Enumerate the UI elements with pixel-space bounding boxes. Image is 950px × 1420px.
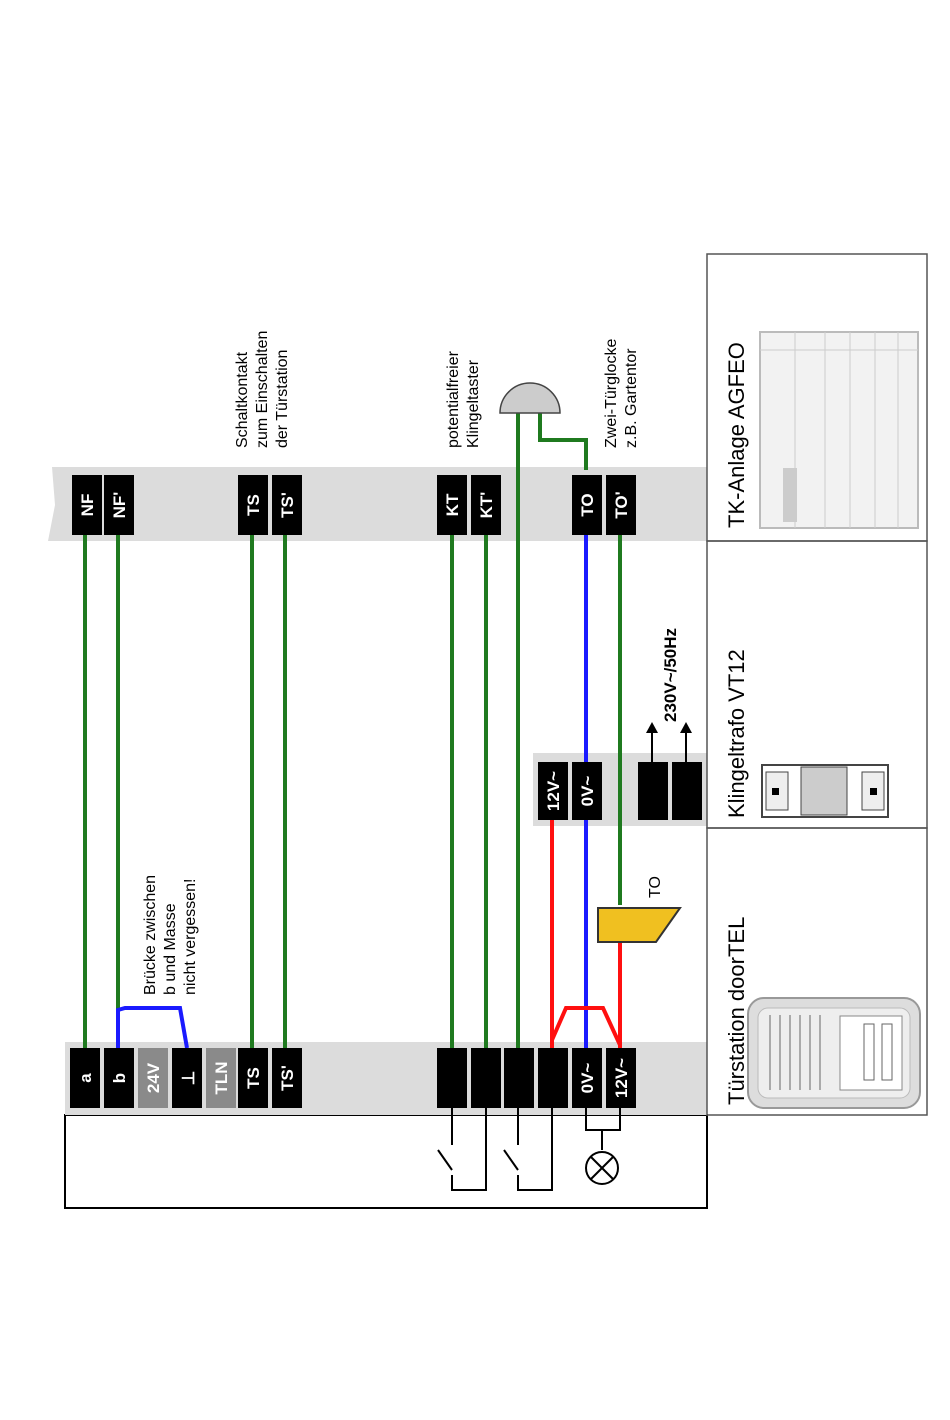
svg-text:0V~: 0V~ <box>578 776 597 807</box>
svg-text:nicht vergessen!: nicht vergessen! <box>182 878 199 995</box>
mains-label: 230V~/50Hz <box>661 628 680 722</box>
door-terminal-0v: 0V~ <box>572 1048 602 1108</box>
door-terminal-ts2: TS' <box>272 1048 302 1108</box>
svg-text:KT': KT' <box>477 492 496 519</box>
trafo-panel-title: Klingeltrafo VT12 <box>724 649 749 818</box>
door-terminal-a: a <box>70 1048 100 1108</box>
tk-terminal-to: TO <box>572 475 602 535</box>
svg-text:0V~: 0V~ <box>578 1063 597 1094</box>
tk-panel-title: TK-Anlage AGFEO <box>724 342 749 528</box>
bridge-note: Brücke zwischen b und Masse nicht verges… <box>142 875 199 995</box>
svg-text:TO': TO' <box>612 491 631 518</box>
trafo-terminal-mains-1 <box>638 762 668 820</box>
door-terminal-blank-4 <box>538 1048 568 1108</box>
external-contacts <box>438 1108 620 1190</box>
svg-text:TS: TS <box>244 1067 263 1089</box>
bell-button-note: potentialfreier Klingeltaster <box>445 350 482 448</box>
tk-terminal-nf: NF <box>72 475 102 535</box>
tk-terminal-nf2: NF' <box>104 475 134 535</box>
door-terminal-ts: TS <box>238 1048 268 1108</box>
svg-text:zum Einschalten: zum Einschalten <box>254 331 271 448</box>
door-terminal-24v: 24V <box>138 1048 168 1108</box>
svg-text:Schaltkontakt: Schaltkontakt <box>234 351 251 448</box>
svg-text:z.B. Gartentor: z.B. Gartentor <box>623 348 640 448</box>
to-relay <box>598 908 680 942</box>
switch-contact-note: Schaltkontakt zum Einschalten der Türsta… <box>234 331 291 448</box>
door-terminal-blank-2 <box>471 1048 501 1108</box>
svg-text:Klingeltaster: Klingeltaster <box>465 359 482 448</box>
svg-text:TLN: TLN <box>212 1061 231 1094</box>
tk-terminal-ts2: TS' <box>272 475 302 535</box>
svg-text:12V~: 12V~ <box>544 771 563 811</box>
relay-label: TO <box>647 876 664 898</box>
bell-note: Zwei-Türglocke z.B. Gartentor <box>603 339 640 448</box>
svg-text:TS': TS' <box>278 492 297 518</box>
svg-text:NF: NF <box>78 494 97 517</box>
svg-text:NF': NF' <box>110 492 129 519</box>
svg-text:b und Masse: b und Masse <box>162 903 179 995</box>
door-terminal-12v: 12V~ <box>606 1048 636 1108</box>
tk-device-image <box>760 332 918 528</box>
door-terminal-ground: ⊥ <box>172 1048 202 1108</box>
svg-text:Zwei-Türglocke: Zwei-Türglocke <box>603 339 620 448</box>
svg-text:a: a <box>76 1073 95 1083</box>
door-terminal-blank-3 <box>504 1048 534 1108</box>
door-terminal-tln: TLN <box>206 1048 236 1108</box>
door-terminal-b: b <box>104 1048 134 1108</box>
tk-terminal-ts: TS <box>238 475 268 535</box>
svg-text:TS: TS <box>244 494 263 516</box>
door-panel-title: Türstation doorTEL <box>724 917 749 1105</box>
svg-text:Brücke zwischen: Brücke zwischen <box>142 875 159 995</box>
trafo-terminal-12v: 12V~ <box>538 762 568 820</box>
svg-text:24V: 24V <box>144 1062 163 1093</box>
svg-text:12V~: 12V~ <box>612 1058 631 1098</box>
door-terminal-blank-1 <box>437 1048 467 1108</box>
svg-text:b: b <box>110 1073 129 1083</box>
svg-text:der Türstation: der Türstation <box>274 350 291 448</box>
doortel-device-image <box>748 998 920 1108</box>
tk-terminal-kt: KT <box>437 475 467 535</box>
bell-icon <box>500 383 560 413</box>
trafo-terminal-0v: 0V~ <box>572 762 602 820</box>
svg-text:⊥: ⊥ <box>179 1071 198 1086</box>
trafo-terminal-mains-2 <box>672 762 702 820</box>
svg-text:potentialfreier: potentialfreier <box>445 350 462 448</box>
trafo-device-image <box>762 765 888 817</box>
tk-terminal-to2: TO' <box>606 475 636 535</box>
svg-text:TO: TO <box>578 493 597 516</box>
tk-terminal-kt2: KT' <box>471 475 501 535</box>
svg-text:TS': TS' <box>278 1065 297 1091</box>
svg-text:KT: KT <box>443 493 462 516</box>
